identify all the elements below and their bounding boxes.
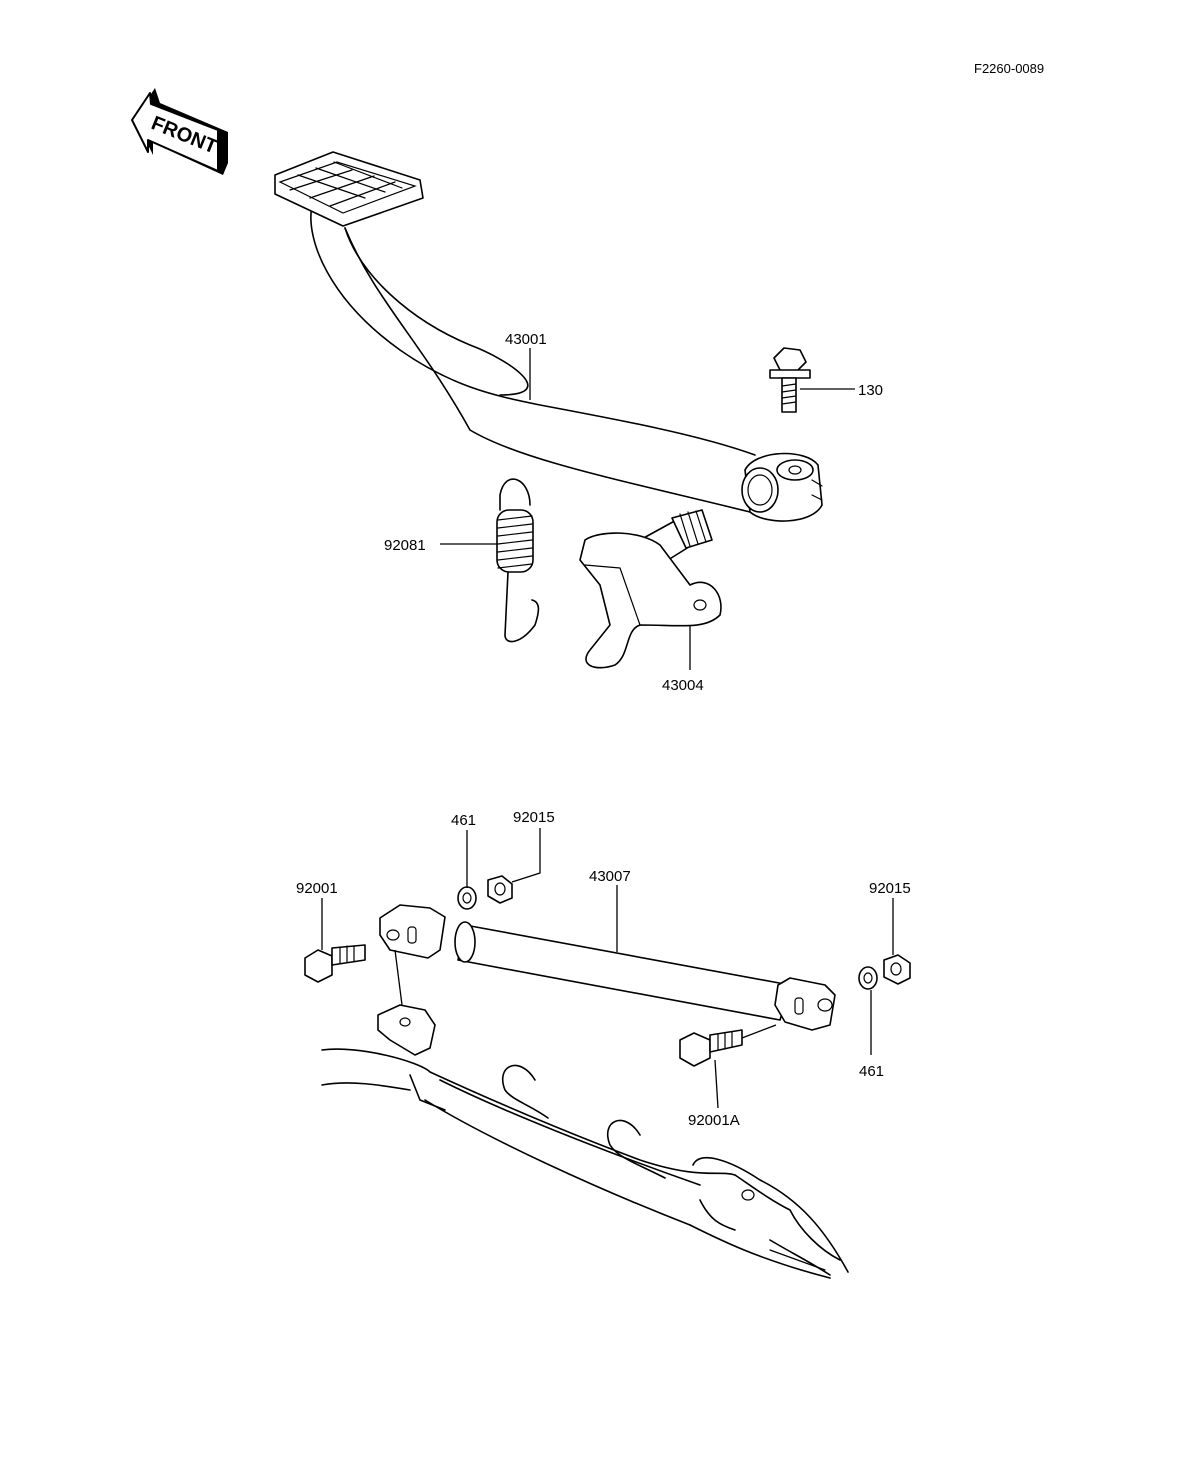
label-bolt: 130 [858,382,883,399]
label-bolt-right: 92001A [688,1112,740,1129]
right-washer [858,966,878,990]
top-washer [457,886,477,910]
label-bolt-left: 92001 [296,880,338,897]
label-rod: 43007 [589,868,631,885]
brake-pedal [274,151,823,522]
right-clevis [774,977,836,1031]
right-bolt [679,1029,743,1067]
brake-rod [454,921,791,1021]
label-brake-pedal: 43001 [505,331,547,348]
document-code: F2260-0089 [974,61,1044,76]
leader-lines [321,348,894,1109]
brake-shaft-arm [579,509,722,669]
flange-bolt [769,347,811,413]
return-spring [496,478,540,643]
left-clevis [379,904,446,959]
label-nut-top: 92015 [513,809,555,826]
label-washer-right: 461 [859,1063,884,1080]
right-nut [883,954,911,985]
left-bolt [304,944,366,983]
top-nut [487,875,513,904]
label-washer-top: 461 [451,812,476,829]
label-spring: 92081 [384,537,426,554]
label-nut-right: 92015 [869,880,911,897]
frame-section [321,1004,849,1279]
label-shaft-arm: 43004 [662,677,704,694]
front-arrow-icon: FRONT [131,88,228,175]
